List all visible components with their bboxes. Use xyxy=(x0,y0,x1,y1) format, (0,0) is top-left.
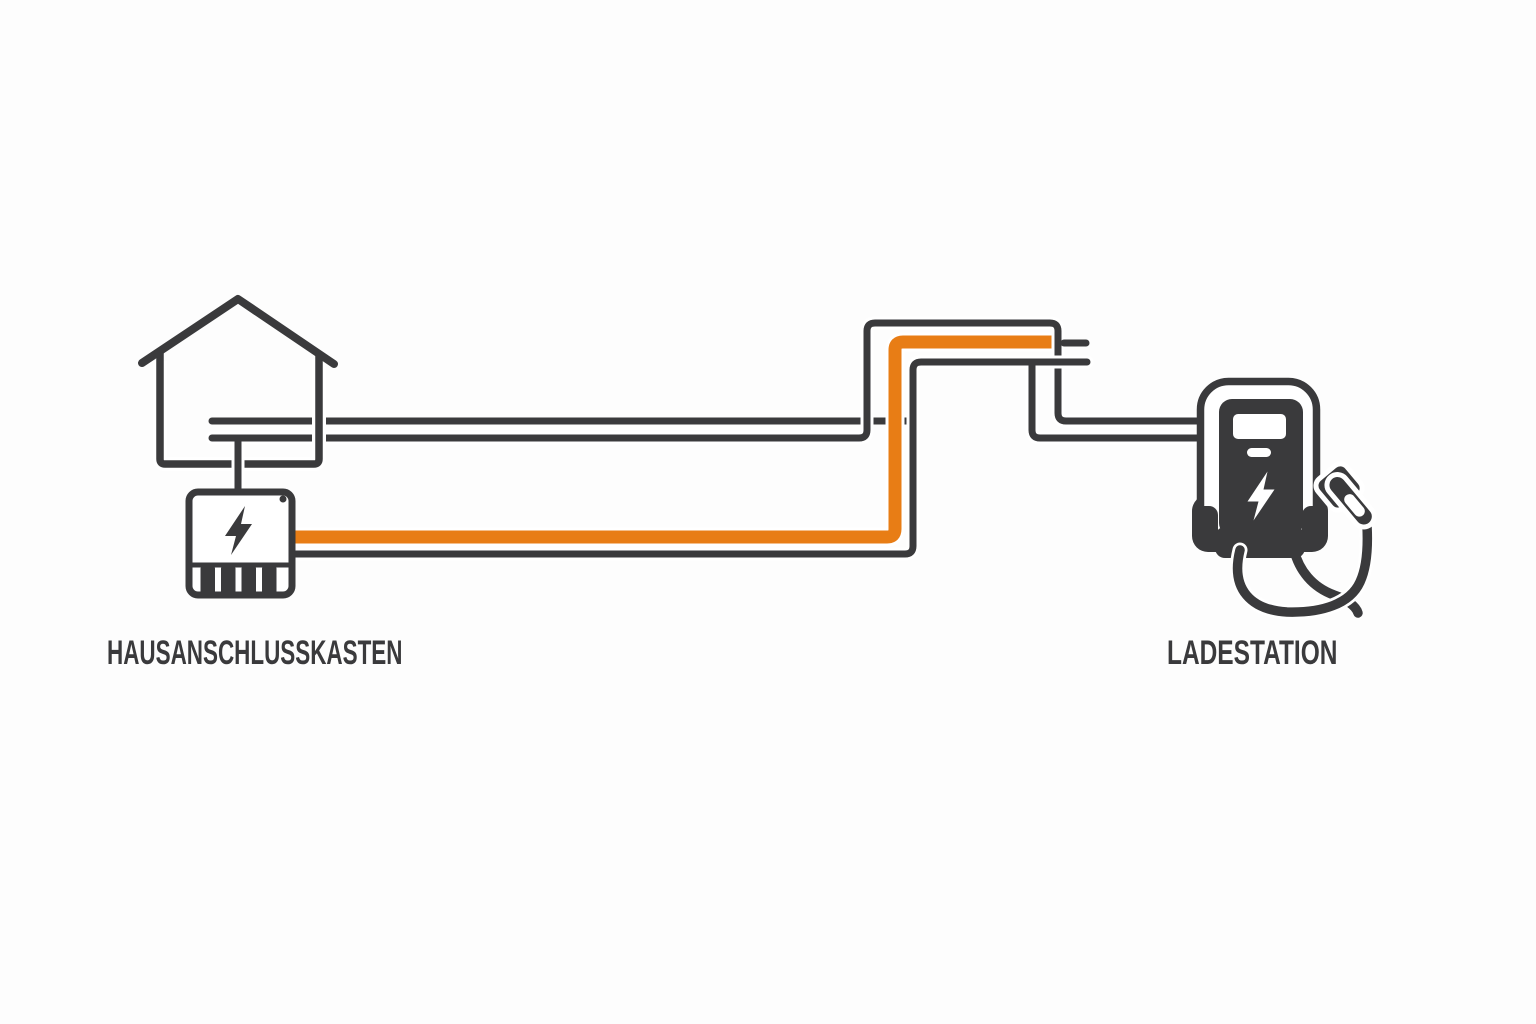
charging-cable-strand-2 xyxy=(1289,545,1363,618)
bracket-right-tab xyxy=(1302,506,1326,546)
cable-new-orange xyxy=(281,332,1066,547)
cable-box-return-line xyxy=(287,358,1203,558)
lightning-bolt-icon xyxy=(225,506,252,555)
cable-overhead-line xyxy=(208,319,1203,442)
connection-box-icon xyxy=(185,488,296,599)
bracket-left-tab xyxy=(1194,506,1218,546)
charging-cable-loop xyxy=(1230,518,1375,620)
plug-grip-slot xyxy=(1344,494,1365,517)
label-hausanschlusskasten: HAUSANSCHLUSSKASTEN xyxy=(107,634,403,672)
charging-plug-icon xyxy=(1313,461,1377,530)
terminal xyxy=(200,567,215,594)
charging-station-icon xyxy=(1192,377,1377,620)
lightning-bolt-icon xyxy=(1247,471,1275,521)
cable-new-orange-line xyxy=(284,335,1063,544)
label-ladestation: LADESTATION xyxy=(1167,634,1338,672)
terminal xyxy=(241,567,256,594)
wallbox-card-slot xyxy=(1247,448,1271,457)
cable-box-return xyxy=(284,355,1206,561)
wallbox-display xyxy=(1233,414,1286,439)
terminal xyxy=(221,567,236,594)
cable-overhead-run xyxy=(205,316,1206,445)
terminal xyxy=(262,567,277,594)
house-roof xyxy=(138,295,338,368)
connection-box-led xyxy=(279,495,287,503)
connection-box-terminals xyxy=(200,567,277,594)
charging-cable-strand-1 xyxy=(1232,521,1373,617)
